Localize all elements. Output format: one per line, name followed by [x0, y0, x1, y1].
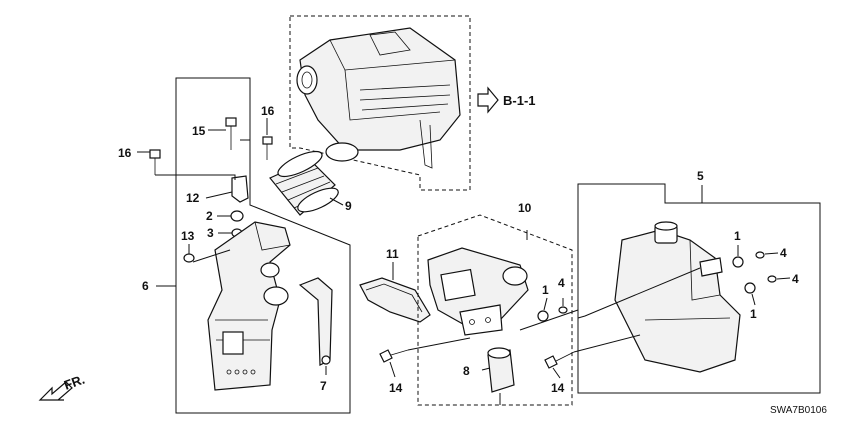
bolt-4-lower: [767, 275, 777, 283]
resonator-6: [207, 221, 291, 391]
direction-label: FR.: [62, 372, 87, 393]
callouts: 15 16 16 12 2 3 13 6 9 7 11 10 8 1 4 14 …: [118, 104, 799, 395]
callout-10: 10: [518, 201, 532, 215]
reference-arrow: B-1-1: [477, 86, 536, 114]
callout-16-left: 16: [118, 146, 132, 160]
grommet-2: [230, 210, 244, 222]
seal-11: [359, 277, 431, 323]
bolt-4-center: [558, 306, 568, 314]
callout-7: 7: [320, 379, 327, 393]
callout-2: 2: [206, 209, 213, 223]
bracket-12: [231, 175, 249, 203]
callout-3: 3: [207, 226, 214, 240]
intake-tube-9: [269, 150, 339, 216]
callout-1-lower: 1: [750, 307, 757, 321]
callout-1-center: 1: [542, 283, 549, 297]
resonator-chamber-5: [614, 221, 741, 373]
callout-6: 6: [142, 279, 149, 293]
callout-8: 8: [463, 364, 470, 378]
leader-lines: [137, 118, 791, 405]
grommet-1-center: [537, 310, 549, 322]
grommet-1-upper: [732, 256, 744, 268]
callout-12: 12: [186, 191, 200, 205]
bolt-14-center: [379, 349, 409, 363]
intake-duct-10: [427, 247, 529, 336]
bolt-14-right: [544, 351, 575, 369]
callout-14-right: 14: [551, 381, 565, 395]
callout-16-right: 16: [261, 104, 275, 118]
callout-5: 5: [697, 169, 704, 183]
callout-11: 11: [386, 247, 399, 261]
bolt-16-right: [262, 136, 273, 160]
clip-13: [183, 253, 195, 263]
callout-13: 13: [181, 229, 195, 243]
callout-4-center: 4: [558, 276, 565, 290]
callout-15: 15: [192, 124, 206, 138]
callout-4-upper: 4: [780, 246, 787, 260]
grommet-1-lower: [744, 282, 756, 294]
diagram-code: SWA7B0106: [770, 405, 827, 416]
callout-4-lower: 4: [792, 272, 799, 286]
air-cleaner-assembly: [289, 15, 471, 191]
bolt-15: [225, 117, 237, 150]
bolt-4-upper: [755, 251, 765, 259]
callout-1-upper: 1: [734, 229, 741, 243]
left-group-frame: [175, 77, 351, 414]
joint-8: [487, 347, 515, 393]
front-direction-arrow: FR.: [38, 372, 87, 401]
callout-9: 9: [345, 199, 352, 213]
callout-14-center: 14: [389, 381, 403, 395]
reference-label: B-1-1: [503, 93, 536, 108]
right-group-frame: [577, 183, 821, 394]
center-group-frame: [417, 214, 573, 406]
drain-tube-7: [298, 277, 333, 366]
bolt-16-left: [149, 149, 161, 175]
